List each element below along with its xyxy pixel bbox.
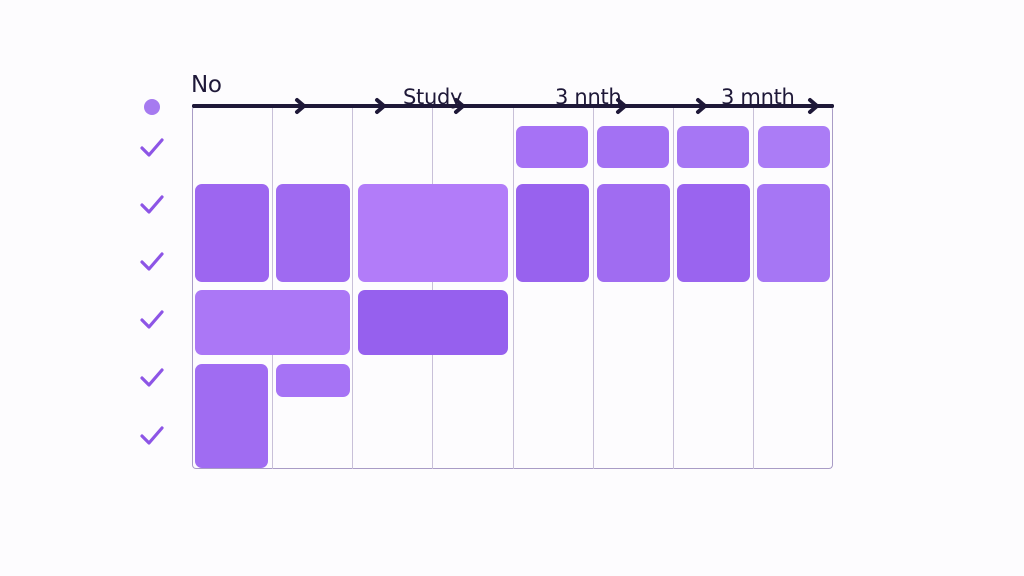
timeline-block [597, 126, 669, 168]
timeline-block [677, 126, 749, 168]
timeline-grid [192, 106, 833, 469]
grid-column-divider [673, 108, 674, 469]
arrow-head-1b [375, 98, 386, 114]
grid-column-divider [352, 108, 353, 469]
timeline-block [757, 184, 830, 282]
timeline-block [195, 364, 268, 468]
label-3-month-second: 3 mnth [721, 85, 795, 109]
checkmark-icon [140, 195, 164, 214]
arrow-head-2 [454, 98, 465, 114]
arrow-head-5a [808, 98, 819, 114]
checkmark-icon [140, 138, 164, 157]
arrow-head-1a [295, 98, 306, 114]
timeline-block [358, 290, 508, 355]
label-study: Study [403, 85, 463, 109]
timeline-block [358, 184, 508, 282]
label-3-month-first: 3 nnth [555, 85, 622, 109]
grid-column-divider [432, 108, 433, 469]
timeline-block [597, 184, 670, 282]
grid-column-divider [513, 108, 514, 469]
status-dot [144, 99, 160, 115]
grid-column-divider [753, 108, 754, 469]
arrow-head-4 [696, 98, 707, 114]
timeline-block [677, 184, 750, 282]
checkmark-icon [140, 368, 164, 387]
timeline-block [195, 290, 350, 355]
checkmark-icon [140, 252, 164, 271]
grid-column-divider [593, 108, 594, 469]
checkmark-icon [140, 426, 164, 445]
timeline-block [276, 364, 350, 397]
checkmark-icon [140, 310, 164, 329]
arrow-head-3 [616, 98, 627, 114]
timeline-block [758, 126, 830, 168]
timeline-block [516, 184, 589, 282]
timeline-block [195, 184, 269, 282]
grid-column-divider [272, 108, 273, 469]
label-no: No [191, 72, 222, 98]
timeline-block [516, 126, 588, 168]
timeline-block [276, 184, 350, 282]
